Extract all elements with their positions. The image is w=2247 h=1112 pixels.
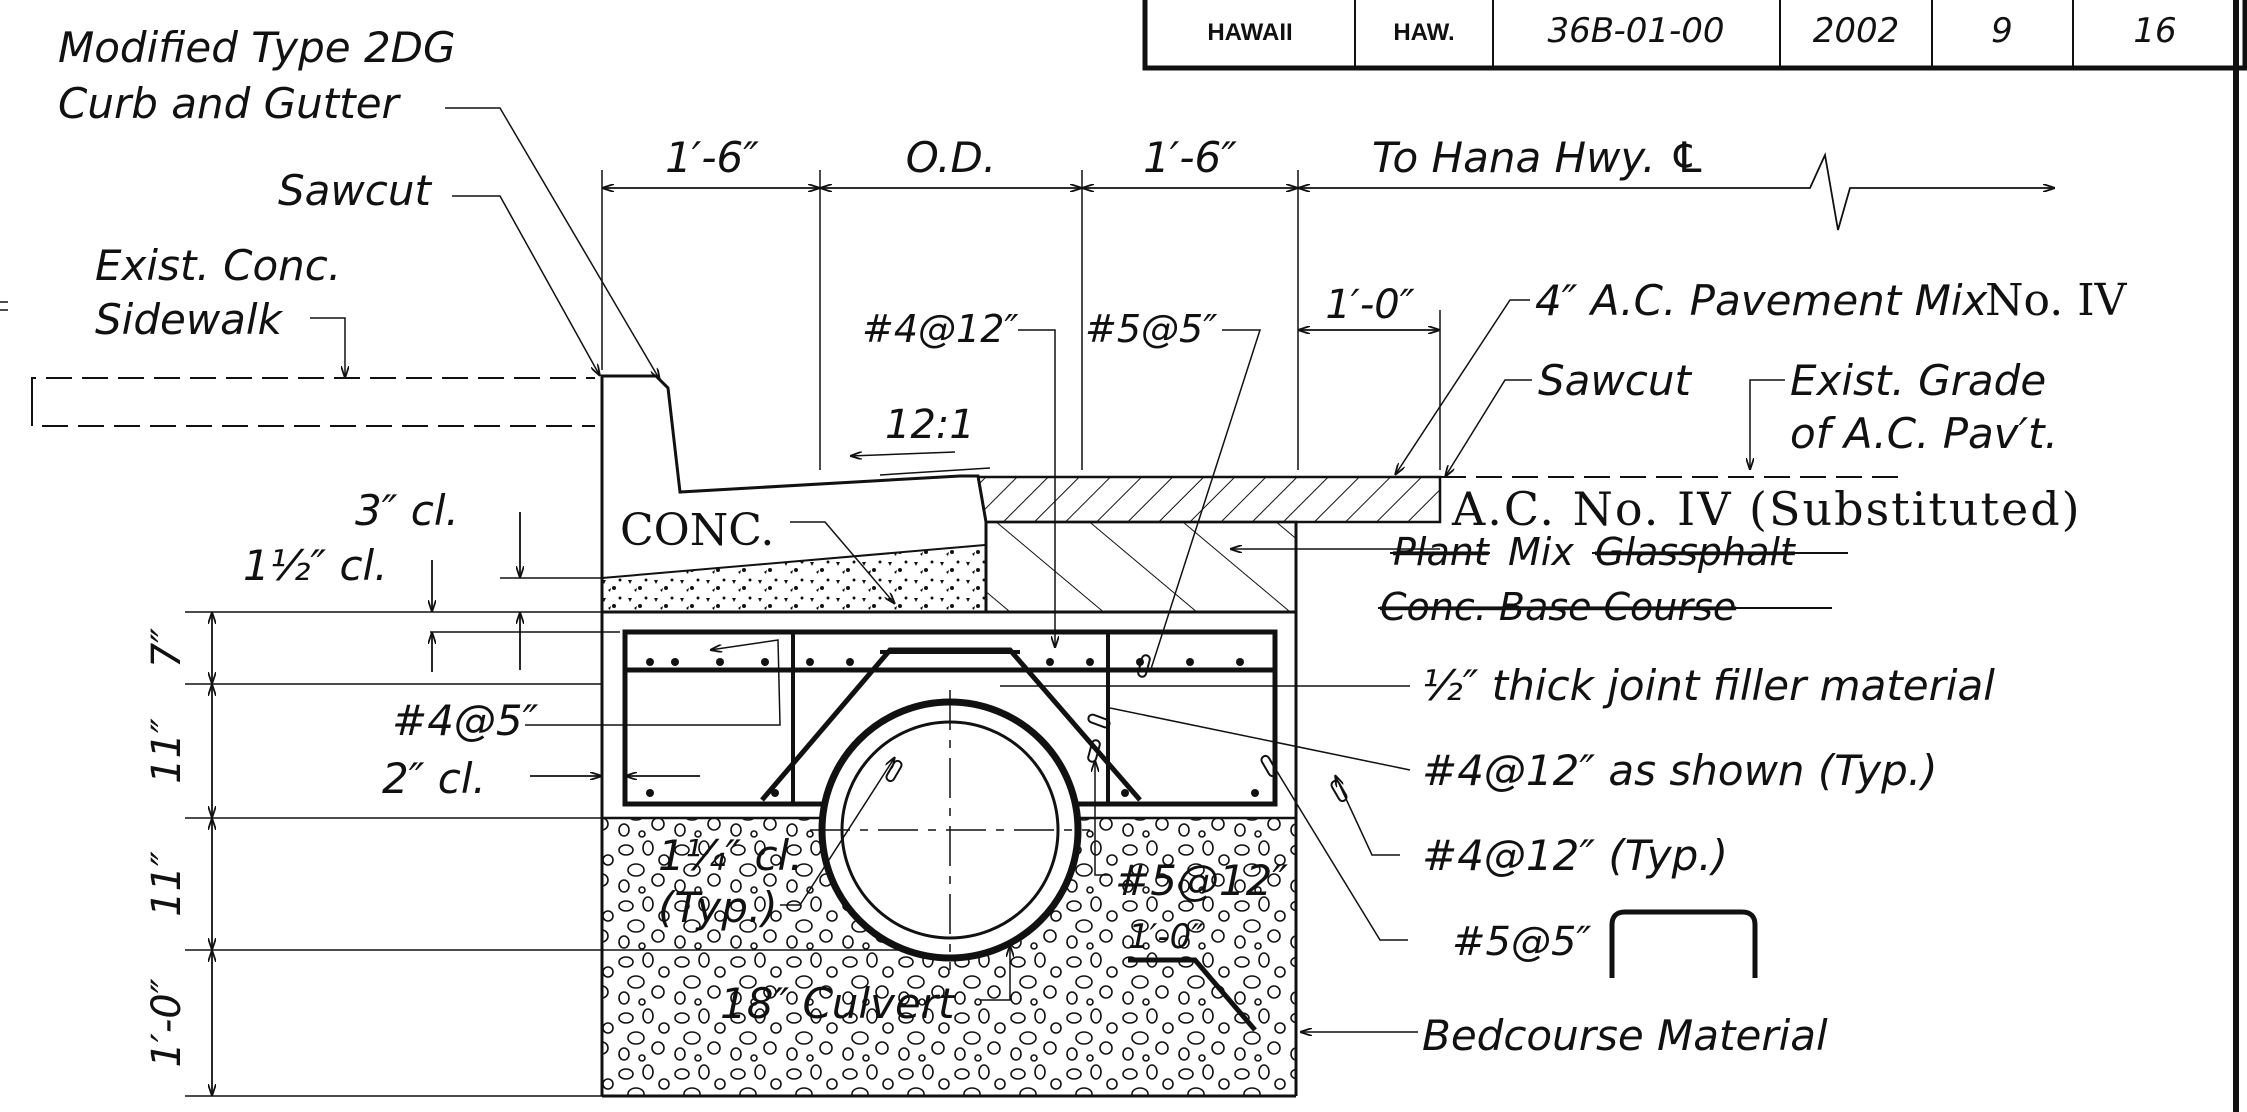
label-ac-pavement-1: 4″ A.C. Pavement Mix [1535,276,1989,325]
label-sawcut-left: Sawcut [278,166,432,215]
label-exist-grade-2: of A.C. Pav′t. [1790,409,2058,458]
label-rebar-5-5-top: #5@5″ [1085,307,1217,351]
label-rebar-5-12: #5@12″ [1115,856,1288,905]
label-dim-1-6-right: 1′-6″ [1143,133,1237,182]
dimension-lines [185,151,2055,1097]
title-year: 2002 [1813,11,1900,51]
label-joint-filler: ½″ thick joint filler material [1422,661,1995,710]
title-total-sheets: 16 [2133,11,2176,51]
label-clear-1-5: 1½″ cl. [243,541,388,590]
label-dim-11-b: 11″ [144,851,190,917]
title-block: HAWAII HAW. 36B-01-00 2002 9 16 [1142,0,2247,1112]
label-rebar-5-5-bottom: #5@5″ [1452,919,1591,965]
title-abbrev: HAW. [1393,19,1454,46]
label-ac-substituted: A.C. No. IV (Substituted) [1451,482,2082,536]
leader-lines [310,107,1785,1032]
title-project-no: 36B-01-00 [1547,11,1724,51]
label-to-hana: To Hana Hwy. ℄ [1372,133,1706,182]
drawing-labels: Modified Type 2DG Curb and Gutter Sawcut… [58,23,2128,1068]
base-course [984,520,1298,614]
label-dim-1-6-left: 1′-6″ [665,133,759,182]
label-exist-sidewalk-2: Sidewalk [95,295,284,344]
label-clear-1-25-2: (Typ.) [658,883,778,932]
label-dim-1-0-bottom: 1′-0″ [1128,917,1204,957]
section-structure [31,374,1900,1098]
label-dim-11-a: 11″ [144,718,190,784]
label-plant-mix: Mix [1508,530,1574,574]
label-rebar-4-12-top: #4@12″ [862,307,1019,351]
label-dim-1-0-top: 1′-0″ [1325,282,1414,328]
label-clear-2: 2″ cl. [382,754,486,803]
label-bedcourse: Bedcourse Material [1422,1011,1828,1060]
label-clear-3: 3″ cl. [355,486,459,535]
label-rebar-4-5: #4@5″ [392,696,539,745]
label-conc: CONC. [620,505,774,556]
title-sheet-no: 9 [1991,11,2013,51]
label-sawcut-right: Sawcut [1538,356,1692,405]
label-rebar-4-12-typ: #4@12″ (Typ.) [1422,831,1728,880]
ac-pavement [976,475,1442,524]
label-curb-type-1: Modified Type 2DG [58,23,456,72]
label-ac-pavement-2: No. IV [1985,275,2128,326]
label-dim-od: O.D. [906,133,996,182]
title-state: HAWAII [1207,19,1292,46]
label-slope: 12:1 [885,402,975,448]
label-dim-1-0-left: 1′-0″ [144,978,190,1067]
label-exist-grade-1: Exist. Grade [1790,356,2046,405]
label-clear-1-25-1: 1¼″ cl. [658,831,803,880]
label-rebar-4-12-shown: #4@12″ as shown (Typ.) [1422,746,1938,795]
label-exist-sidewalk-1: Exist. Conc. [95,241,341,290]
label-dim-7: 7″ [144,628,190,668]
label-curb-type-2: Curb and Gutter [58,79,402,128]
label-culvert: 18″ Culvert [720,979,956,1028]
